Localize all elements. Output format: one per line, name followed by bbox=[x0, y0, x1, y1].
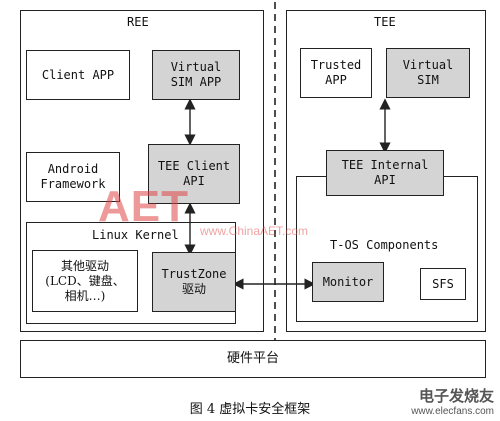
figure-caption: 图 4 虚拟卡安全框架 bbox=[189, 402, 311, 417]
other-drivers-box: 其他驱动 (LCD、键盘、 相机…) bbox=[32, 250, 138, 312]
virtual-sim-app-box: Virtual SIM APP bbox=[152, 50, 240, 100]
elecfans-watermark-cn: 电子发烧友 bbox=[418, 388, 494, 405]
ree-region bbox=[20, 10, 264, 332]
tee-client-api-box: TEE Client API bbox=[148, 144, 240, 204]
hardware-platform-box: 硬件平台 bbox=[20, 340, 486, 378]
virtual-sim-box: Virtual SIM bbox=[386, 48, 470, 98]
linux-kernel-label: Linux Kernel bbox=[90, 228, 181, 242]
sfs-box: SFS bbox=[420, 268, 466, 300]
tee-title: TEE bbox=[374, 15, 396, 29]
elecfans-watermark: 电子发烧友 www.elecfans.com bbox=[411, 385, 494, 417]
aet-watermark-url: www.ChinaAET.com bbox=[200, 224, 309, 238]
aet-watermark-logo: AET bbox=[98, 182, 189, 231]
tee-region bbox=[286, 10, 486, 332]
client-app-box: Client APP bbox=[26, 50, 130, 100]
tos-components-label: T-OS Components bbox=[328, 238, 441, 252]
trustzone-driver-box: TrustZone 驱动 bbox=[152, 252, 236, 312]
android-framework-box: Android Framework bbox=[26, 152, 120, 202]
ree-title: REE bbox=[127, 15, 149, 29]
tee-internal-api-box: TEE Internal API bbox=[326, 150, 444, 196]
elecfans-watermark-url: www.elecfans.com bbox=[411, 406, 494, 417]
monitor-box: Monitor bbox=[312, 262, 384, 302]
trusted-app-box: Trusted APP bbox=[300, 48, 372, 98]
